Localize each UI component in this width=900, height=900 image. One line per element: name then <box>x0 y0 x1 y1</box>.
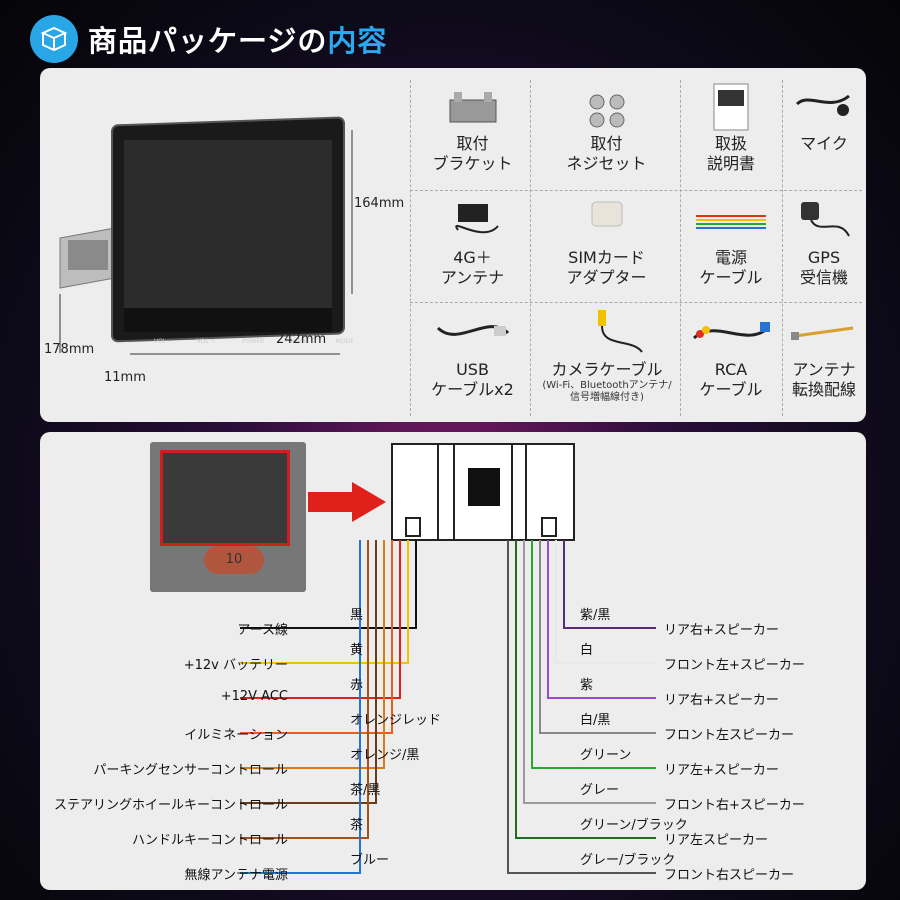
wire-left-color-1: 黄 <box>350 643 364 658</box>
manual-icon <box>686 82 776 132</box>
camera-cable-icon <box>562 308 652 358</box>
dim-depth: 178mm <box>44 342 95 357</box>
wire-left-2 <box>240 540 401 699</box>
usb-cable-icon <box>428 308 518 358</box>
antenna-adapter-icon <box>789 308 859 358</box>
wire-left-color-4: オレンジ/黒 <box>350 748 420 763</box>
wire-left-6 <box>240 540 369 839</box>
arrow-right-icon <box>308 482 386 522</box>
accessory-sim-adapter: SIMカードアダプター <box>550 190 663 303</box>
accessory-4g-antenna: 4G＋アンテナ <box>416 190 529 303</box>
wire-right-color-0: 紫/黒 <box>580 608 611 623</box>
page-title: 商品パッケージの内容 <box>88 24 388 58</box>
wire-left-color-6: 茶 <box>350 818 364 833</box>
wire-left-color-5: 茶/黒 <box>350 783 381 798</box>
wire-right-name-5: フロント右+スピーカー <box>664 798 805 813</box>
wire-right-color-2: 紫 <box>580 678 594 693</box>
dim-height: 164mm <box>354 196 405 211</box>
wire-left-color-7: ブルー <box>350 853 390 868</box>
head-unit-drawing <box>59 116 353 355</box>
wire-left-1 <box>240 540 409 664</box>
wire-right-3 <box>539 540 656 734</box>
wire-left-name-5: ステアリングホイールキーコントロール <box>53 798 288 813</box>
wire-left-name-2: +12V ACC <box>220 689 288 704</box>
power-button: POWER <box>242 338 265 345</box>
dim-width: 242mm <box>276 332 327 347</box>
wire-right-color-7: グレー/ブラック <box>580 853 676 868</box>
wire-right-name-0: リア右+スピーカー <box>664 623 779 638</box>
wire-right-4 <box>531 540 656 769</box>
gps-receiver-icon <box>789 196 859 246</box>
home-button: HOME <box>290 338 310 345</box>
wire-left-color-0: 黒 <box>350 608 364 623</box>
accessory-microphone: マイク <box>788 76 860 189</box>
wire-right-color-1: 白 <box>580 643 594 658</box>
package-box-icon <box>30 15 78 63</box>
wiring-lines <box>240 443 656 874</box>
wire-left-name-0: アース線 <box>237 623 288 638</box>
wire-left-0 <box>240 540 417 629</box>
wire-right-color-6: グリーン/ブラック <box>580 818 688 833</box>
header: 商品パッケージの内容 <box>30 14 387 64</box>
antenna-icon <box>428 196 518 246</box>
connector-highlight <box>160 450 290 546</box>
accessory-manual: 取扱説明書 <box>676 76 786 189</box>
mode-button: MODE <box>335 338 354 345</box>
wire-left-4 <box>240 540 385 769</box>
wire-left-name-7: 無線アンテナ電源 <box>184 868 288 883</box>
accessory-antenna-adapter: アンテナ転換配線 <box>788 302 860 415</box>
dim-thickness: 11mm <box>104 370 146 385</box>
wire-right-name-3: フロント左スピーカー <box>664 728 795 743</box>
wire-left-name-1: +12v バッテリー <box>183 658 288 673</box>
wire-left-7 <box>240 540 361 874</box>
wire-right-1 <box>555 540 656 664</box>
wire-right-color-3: 白/黒 <box>580 713 611 728</box>
sim-adapter-icon <box>562 196 652 246</box>
microphone-icon <box>789 82 859 132</box>
vol-down-button: VOL - <box>154 338 171 345</box>
wire-left-name-3: イルミネーション <box>184 728 288 743</box>
accessory-screw-set: 取付ネジセット <box>550 76 663 189</box>
head-unit-buttons: VOL - VOL + POWER HOME MODE <box>154 338 354 345</box>
wire-right-color-4: グリーン <box>580 748 632 763</box>
wire-right-6 <box>515 540 656 839</box>
wire-left-color-3: オレンジレッド <box>350 713 442 728</box>
wire-left-color-2: 赤 <box>350 678 364 693</box>
screw-set-icon <box>562 82 652 132</box>
vol-up-button: VOL + <box>196 338 216 345</box>
wire-left-3 <box>240 540 393 734</box>
wire-right-color-5: グレー <box>580 783 620 798</box>
wire-right-0 <box>563 540 656 629</box>
wire-right-5 <box>523 540 656 804</box>
wire-right-name-6: リア左スピーカー <box>664 833 769 848</box>
accessory-power-cable: 電源ケーブル <box>676 190 786 303</box>
wire-left-name-4: パーキングセンサーコントロール <box>93 763 288 778</box>
wire-right-name-2: リア右+スピーカー <box>664 693 779 708</box>
accessory-bracket: 取付ブラケット <box>416 76 529 189</box>
wire-left-name-6: ハンドルキーコントロール <box>131 833 288 848</box>
accessory-grid: 取付ブラケット 取付ネジセット 取扱説明書 マイク 4G＋アンテナ SIMカード… <box>410 76 862 416</box>
wire-left-5 <box>240 540 377 804</box>
wire-right-name-4: リア左+スピーカー <box>664 763 779 778</box>
bracket-icon <box>428 82 518 132</box>
package-contents-panel: 本体 VOL - VOL + POWER HOME MODE 164mm 242… <box>40 68 866 422</box>
power-cable-icon <box>686 196 776 246</box>
wire-right-7 <box>507 540 656 874</box>
wire-right-2 <box>547 540 656 699</box>
head-unit-illustration: 本体 VOL - VOL + POWER HOME MODE 164mm 242… <box>40 68 410 422</box>
wire-right-name-7: フロント右スピーカー <box>664 868 795 883</box>
wire-right-name-1: フロント左+スピーカー <box>664 658 805 673</box>
accessory-camera-cable: カメラケーブル (Wi-Fi、Bluetoothアンテナ/ 信号増幅線付き) <box>534 302 680 415</box>
rca-cable-icon <box>686 308 776 358</box>
connector-plate: 10 <box>204 546 264 574</box>
